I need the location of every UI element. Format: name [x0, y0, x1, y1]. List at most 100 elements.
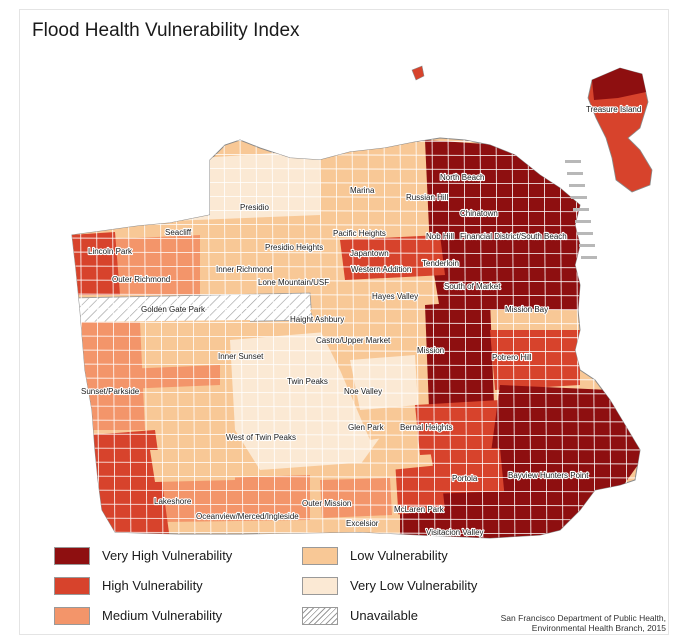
label-golden-gate-park: Golden Gate Park — [141, 305, 206, 314]
region-ocean-ingleside — [160, 475, 310, 522]
label-treasure-island: Treasure Island — [586, 105, 641, 114]
tract-line — [543, 138, 548, 538]
region-mission — [425, 300, 495, 435]
label-chinatown: Chinatown — [460, 209, 498, 218]
label-tenderloin: Tenderloin — [422, 259, 459, 268]
tract-line — [399, 138, 404, 538]
label-nob-hill: Nob Hill — [426, 232, 454, 241]
pier — [571, 196, 587, 199]
label-castro: Castro/Upper Market — [316, 336, 391, 345]
neighborhood-labels: Treasure Island North Beach Marina Russi… — [80, 104, 642, 538]
region-potrero — [490, 330, 580, 390]
label-lakeshore: Lakeshore — [154, 497, 192, 506]
legend-label-very-high: Very High Vulnerability — [102, 548, 233, 563]
label-west-of-twin-peaks: West of Twin Peaks — [226, 433, 296, 442]
map-title: Flood Health Vulnerability Index — [32, 20, 300, 41]
label-presidio: Presidio — [240, 203, 269, 212]
label-north-beach: North Beach — [440, 173, 484, 182]
tract-line — [72, 377, 640, 381]
label-japantown: Japantown — [350, 249, 389, 258]
tract-line — [72, 433, 640, 437]
label-outer-richmond: Outer Richmond — [112, 275, 170, 284]
tract-line — [367, 138, 372, 538]
source-credit: San Francisco Department of Public Healt… — [460, 613, 666, 633]
tract-line — [72, 517, 640, 521]
tract-line — [72, 251, 640, 255]
legend-swatch-very-high — [54, 547, 90, 565]
label-seacliff: Seacliff — [165, 228, 192, 237]
tract-line — [447, 138, 452, 538]
tract-line — [72, 475, 640, 479]
label-excelsior: Excelsior — [346, 519, 379, 528]
tract-line — [72, 321, 640, 325]
tract-line — [223, 138, 228, 538]
pier — [575, 220, 591, 223]
small-island — [411, 65, 425, 81]
region-noe — [350, 355, 418, 410]
tract-line — [72, 139, 640, 143]
tract-line — [72, 363, 640, 367]
label-mclaren-park: McLaren Park — [394, 505, 445, 514]
tract-line — [72, 461, 640, 465]
piers — [565, 160, 597, 259]
tract-line — [623, 138, 628, 538]
label-financial-district: Financial District/South Beach — [460, 232, 567, 241]
legend-label-high: High Vulnerability — [102, 578, 203, 593]
legend-label-very-low: Very Low Vulnerability — [350, 578, 478, 593]
pier — [569, 184, 585, 187]
label-lincoln-park: Lincoln Park — [88, 247, 133, 256]
tract-line — [463, 138, 468, 538]
tract-line — [72, 391, 640, 395]
tract-line — [72, 237, 640, 241]
tract-line — [72, 419, 640, 423]
pier — [573, 208, 589, 211]
label-haight-ashbury: Haight Ashbury — [290, 315, 344, 324]
tract-line — [495, 138, 500, 538]
legend-swatch-unavailable — [302, 607, 338, 625]
source-line-2: Environmental Health Branch, 2015 — [531, 623, 666, 633]
region-marina — [320, 140, 440, 220]
label-portola: Portola — [452, 474, 478, 483]
label-pacific-heights: Pacific Heights — [333, 229, 386, 238]
pier — [581, 256, 597, 259]
tract-line — [72, 349, 640, 353]
legend-label-unavailable: Unavailable — [350, 608, 418, 623]
tract-line — [72, 489, 640, 493]
pier — [567, 172, 583, 175]
tract-line — [72, 279, 640, 283]
label-oceanview: Oceanview/Merced/Ingleside — [196, 512, 299, 521]
tract-line — [72, 503, 640, 507]
label-presidio-heights: Presidio Heights — [265, 243, 323, 252]
label-western-addition: Western Addition — [351, 265, 411, 274]
label-bernal-heights: Bernal Heights — [400, 423, 452, 432]
map-frame: Treasure Island North Beach Marina Russi… — [20, 10, 668, 634]
tract-line — [479, 138, 484, 538]
tract-line — [271, 138, 276, 538]
region-lakeshore-mid — [150, 450, 235, 482]
tract-line — [431, 138, 436, 538]
legend-swatch-medium — [54, 607, 90, 625]
label-hayes-valley: Hayes Valley — [372, 292, 418, 301]
tract-line — [319, 138, 324, 538]
treasure-island-north — [592, 68, 646, 100]
tract-line — [72, 405, 640, 409]
tract-line — [72, 307, 640, 311]
tract-line — [351, 138, 356, 538]
label-mission-bay: Mission Bay — [505, 305, 548, 314]
tract-line — [255, 138, 260, 538]
label-russian-hill: Russian Hill — [406, 193, 448, 202]
tract-line — [383, 138, 388, 538]
legend-swatch-very-low — [302, 577, 338, 595]
label-mission: Mission — [417, 346, 444, 355]
tract-line — [415, 138, 420, 538]
pier — [579, 244, 595, 247]
region-portola — [430, 448, 505, 505]
legend-swatch-high — [54, 577, 90, 595]
label-south-of-market: South of Market — [444, 282, 501, 291]
label-twin-peaks: Twin Peaks — [287, 377, 328, 386]
label-outer-mission: Outer Mission — [302, 499, 351, 508]
tract-line — [287, 138, 292, 538]
tract-line — [239, 138, 244, 538]
label-inner-sunset: Inner Sunset — [218, 352, 264, 361]
label-visitacion-valley: Visitacion Valley — [426, 528, 484, 537]
